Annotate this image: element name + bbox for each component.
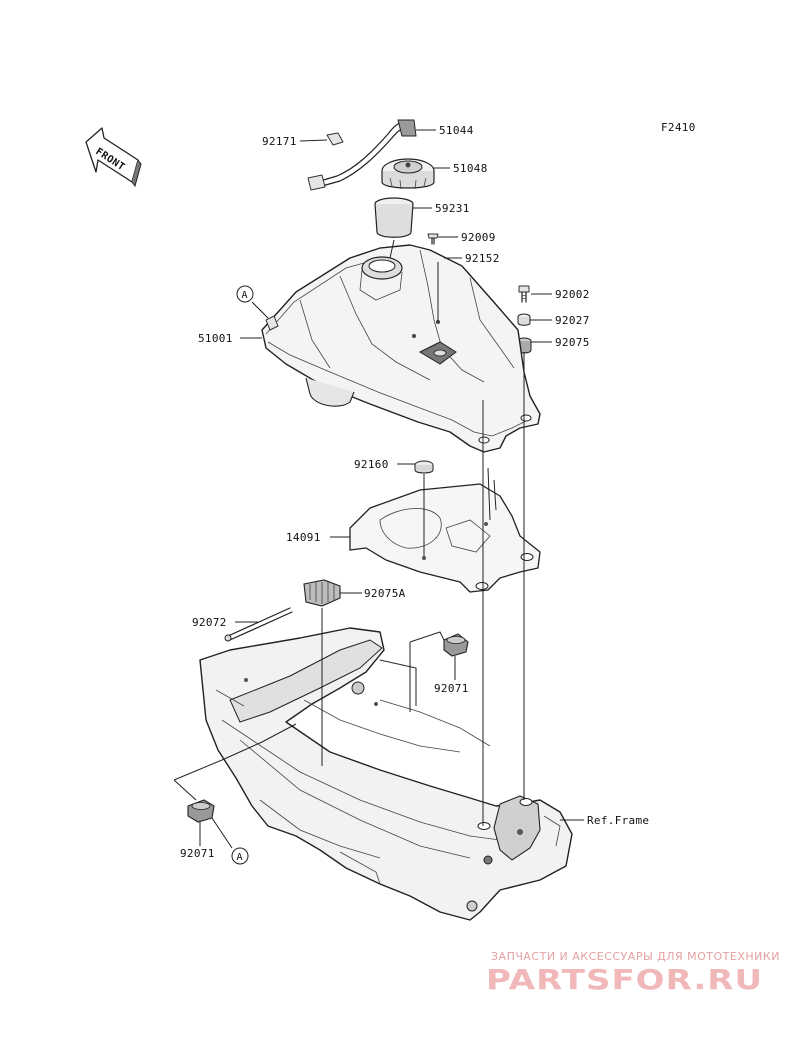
watermark-tagline: ЗАПЧАСТИ И АКСЕССУАРЫ ДЛЯ МОТОТЕХНИКИ [491,950,780,963]
frame-reference-part [199,627,573,921]
callout-51001: 51001 [198,332,233,345]
fuel-tank-part [261,244,541,453]
screw-92009-part [427,233,439,245]
callout-14091: 14091 [286,531,321,544]
callout-92160: 92160 [354,458,389,471]
ref-frame-label: Ref.Frame [587,814,649,827]
svg-text:A: A [242,290,248,301]
callout-92072: 92072 [192,616,227,629]
callout-92071-upper: 92071 [434,682,469,695]
breather-hose-part [307,119,417,191]
callout-92171: 92171 [262,135,297,148]
collar-92027-part [517,313,531,326]
figure-code: F2410 [661,121,696,134]
rubber-92075a-part [303,579,341,607]
filler-neck-part [374,197,414,238]
callout-92075a: 92075A [364,587,406,600]
watermark-logo: PARTSFOR.RU [486,964,764,996]
bolt-92002-part [518,285,530,303]
callout-92075: 92075 [555,336,590,349]
alignment-lines [173,239,525,826]
callout-51044: 51044 [439,124,474,137]
callout-59231: 59231 [435,202,470,215]
cover-14091-part [349,483,541,593]
rubber-92071-upper-part [443,633,469,657]
svg-text:A: A [237,852,243,863]
callout-92009: 92009 [461,231,496,244]
marker-a-upper: A [236,285,254,303]
callout-92071-lower: 92071 [180,847,215,860]
band-92072-part [224,607,293,642]
marker-a-lower: A [231,847,249,865]
damper-92160-part [414,460,434,474]
callout-51048: 51048 [453,162,488,175]
fuel-cap-part [381,158,435,190]
rubber-92071-lower-part [187,799,215,823]
leader-lines [199,129,584,849]
callout-92152: 92152 [465,252,500,265]
front-arrow-icon: FRONT [85,127,142,188]
callout-92027: 92027 [555,314,590,327]
callout-92002: 92002 [555,288,590,301]
